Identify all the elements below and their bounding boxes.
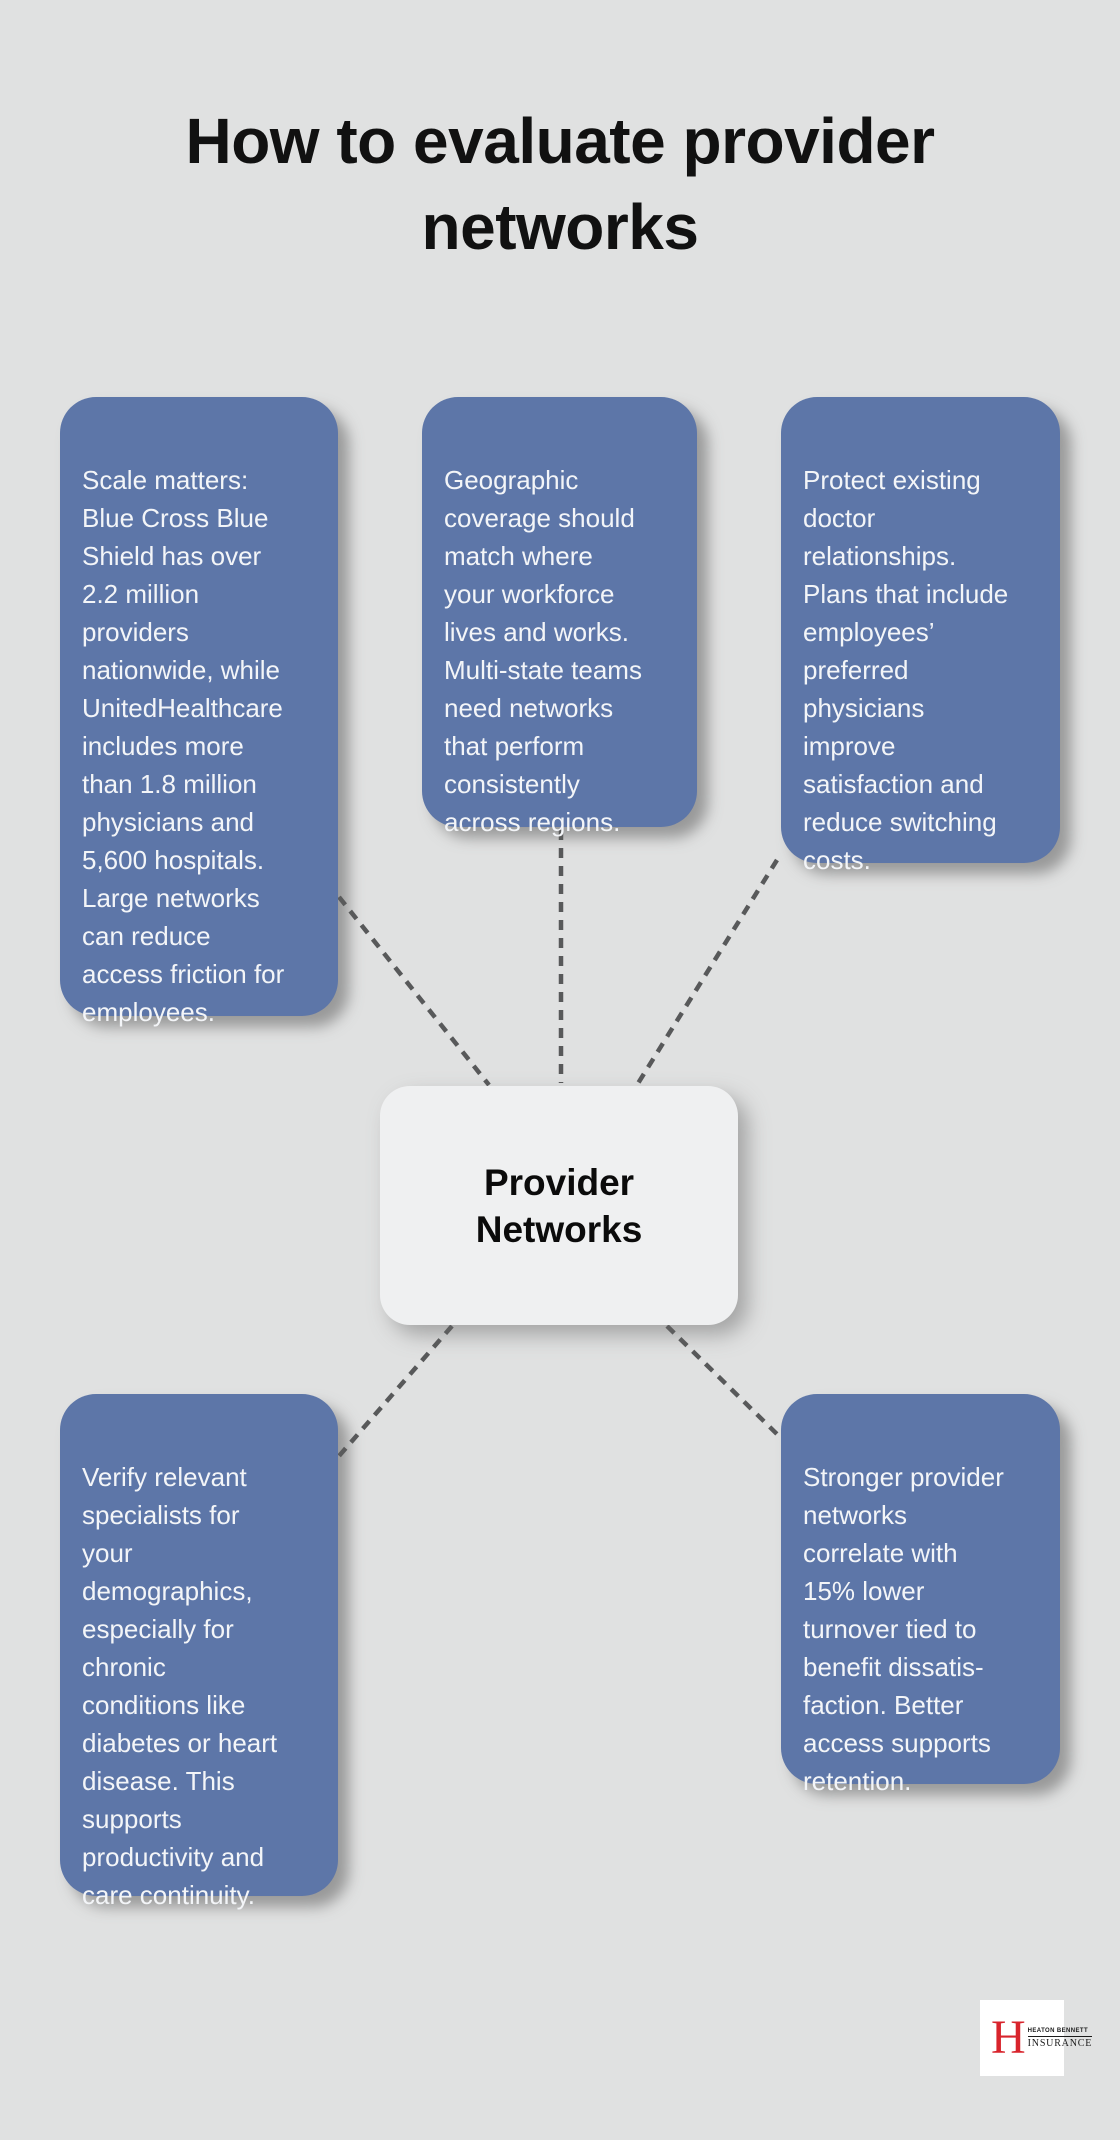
center-node: Provider Networks [380,1086,738,1325]
connector-line-specialists [337,1324,454,1458]
page-title: How to evaluate provider networks [185,105,935,263]
info-card-scale: Scale matters: Blue Cross Blue Shield ha… [60,397,338,1027]
info-card-specialists-text: Verify relevant specialists for your dem… [82,1462,278,1910]
logo-monogram: H [991,2011,1026,2064]
brand-logo: H HEATON BENNETT INSURANCE [980,2000,1093,2076]
connector-line-scale [337,895,491,1087]
info-card-geography-text: Geographic coverage should match where y… [444,465,642,837]
connector-line-turnover [665,1324,785,1442]
logo-company-name: HEATON BENNETT [1027,2028,1093,2037]
info-card-geography: Geographic coverage should match where y… [422,397,697,837]
logo-tagline: INSURANCE [1027,2037,1093,2049]
connector-line-relationships [635,858,779,1087]
info-card-relationships-text: Protect existing doctor relationships. P… [803,465,1009,875]
center-node-label: Provider Networks [475,1161,643,1250]
logo-text-column: HEATON BENNETT INSURANCE [1027,2028,1093,2049]
info-card-turnover: Stronger provider networks correlate wit… [781,1394,1060,1796]
info-card-scale-text: Scale matters: Blue Cross Blue Shield ha… [82,465,285,1027]
info-card-specialists: Verify relevant specialists for your dem… [60,1394,338,1910]
info-card-relationships: Protect existing doctor relationships. P… [781,397,1060,875]
info-card-turnover-text: Stronger provider networks correlate wit… [803,1462,1004,1796]
